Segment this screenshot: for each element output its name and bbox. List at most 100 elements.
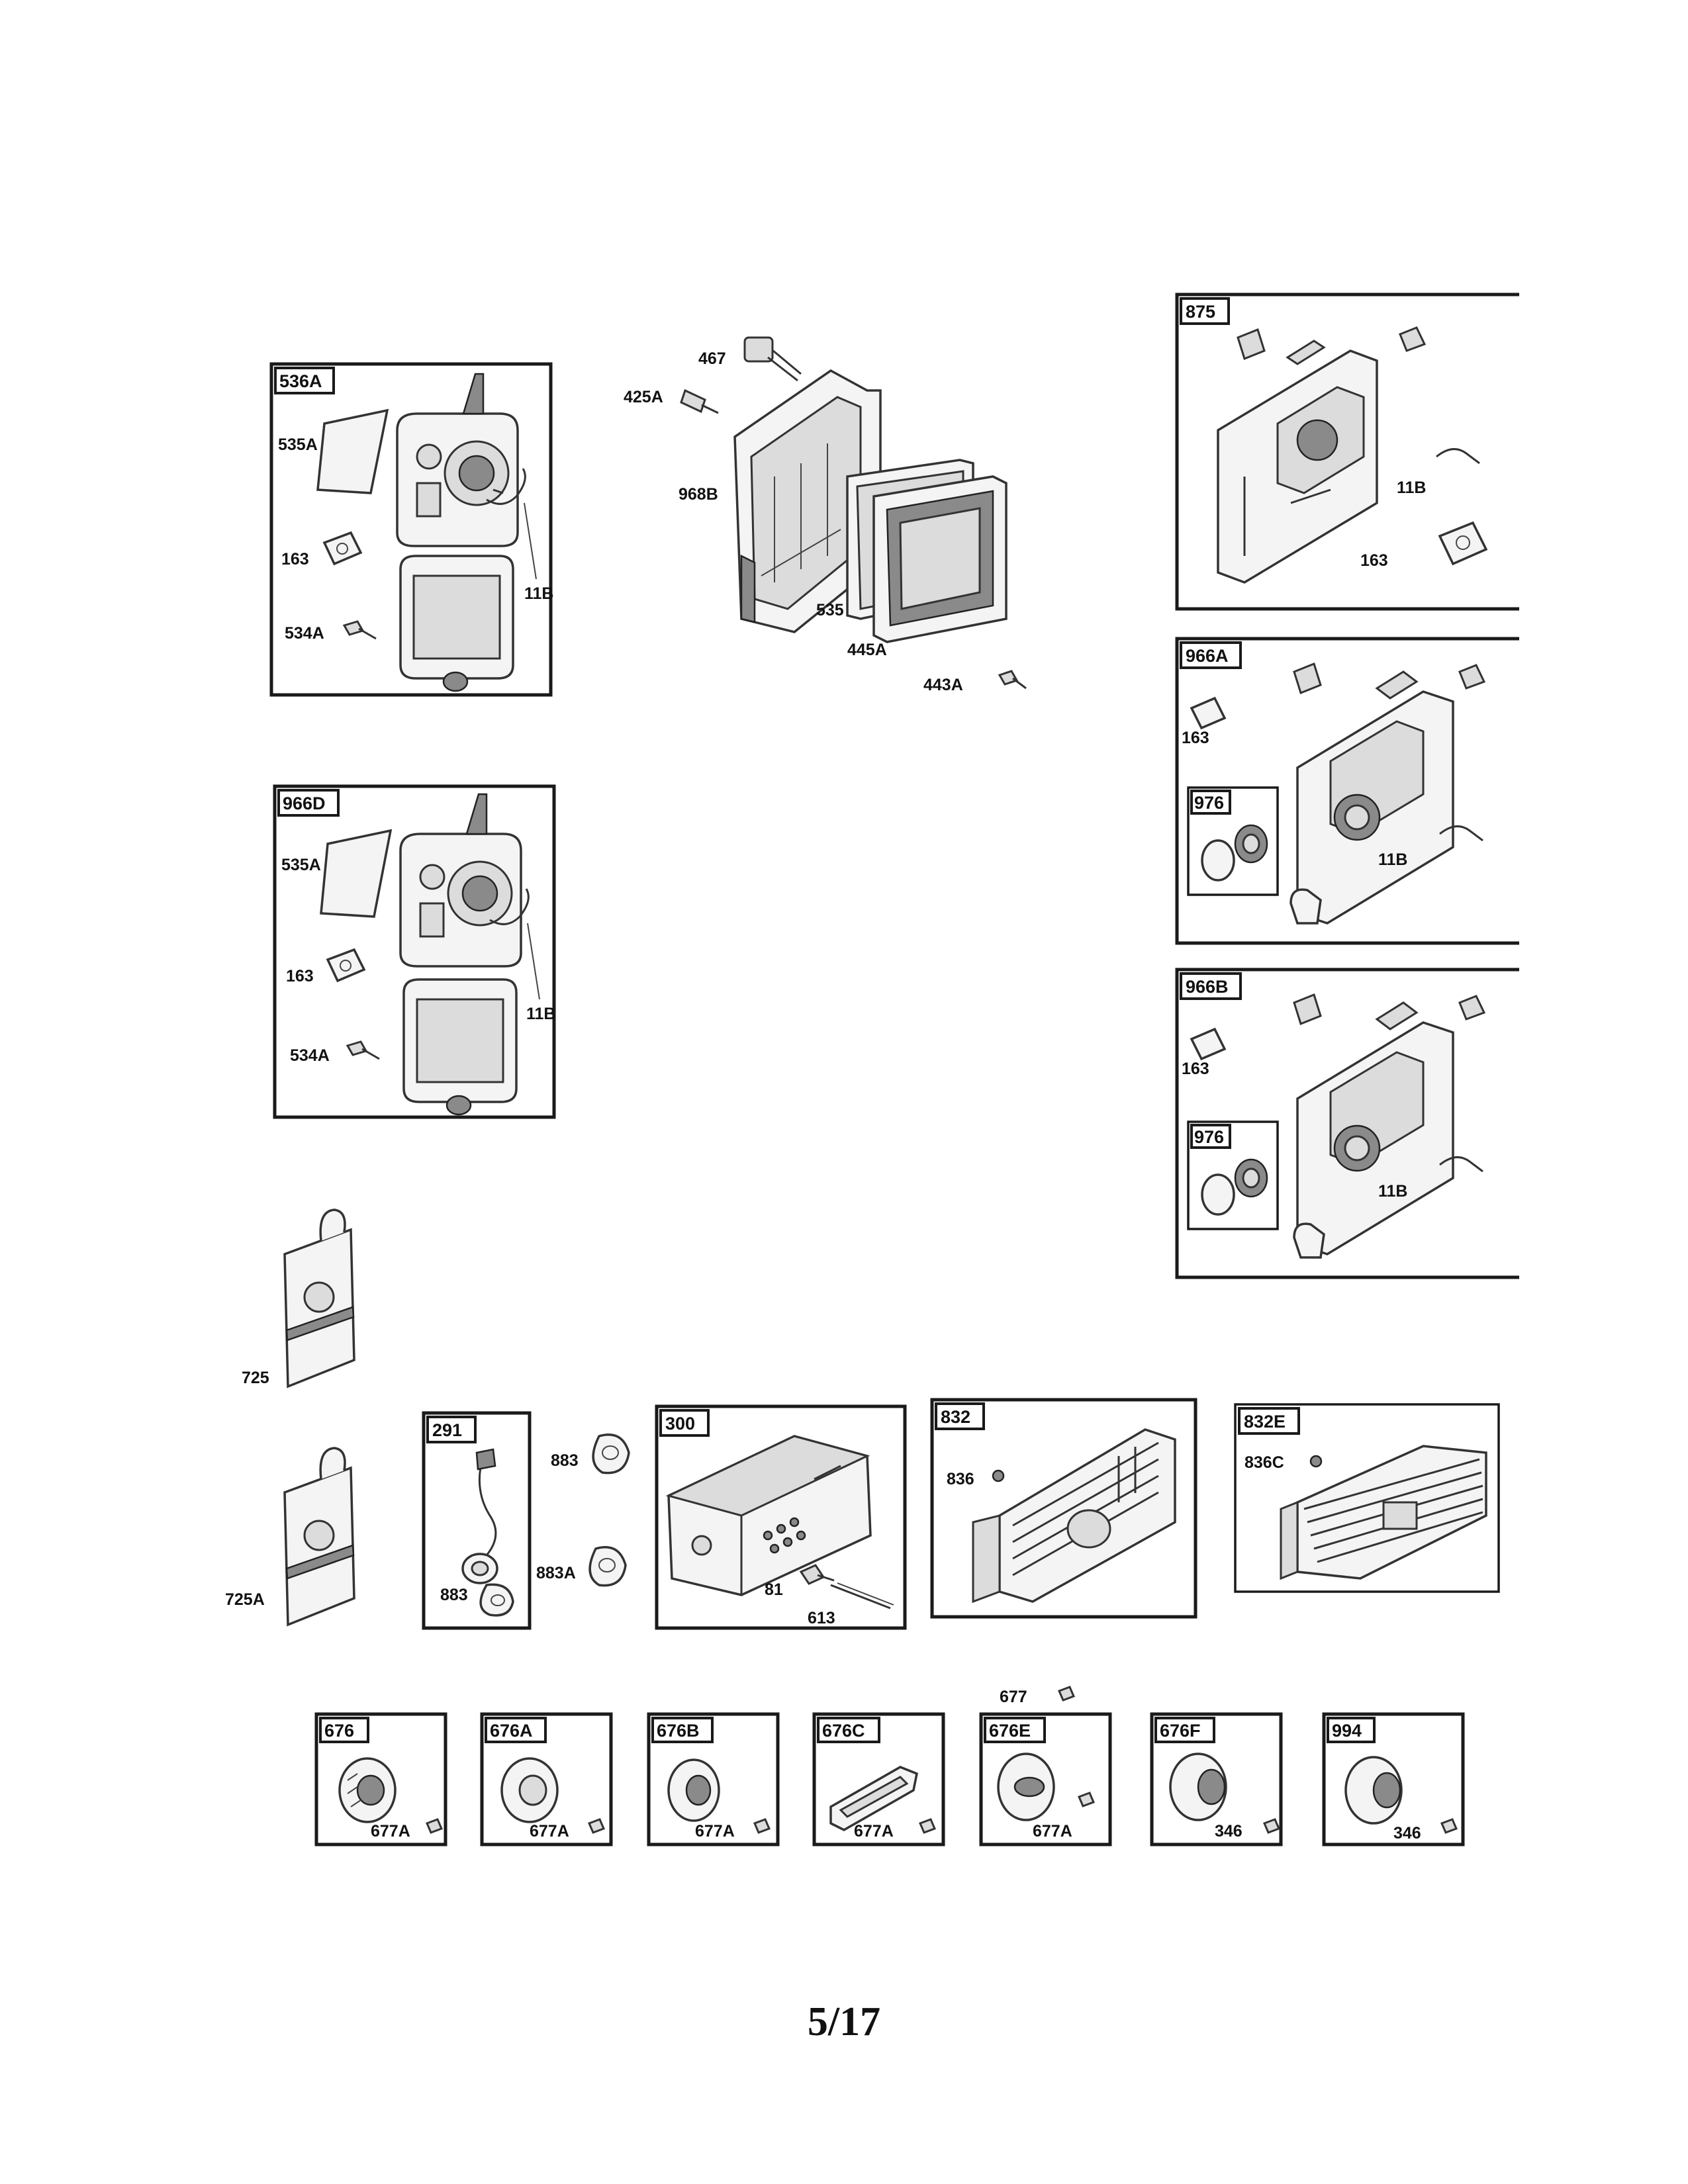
clip-part: [1458, 995, 1486, 1021]
label-535A: 535A: [278, 435, 318, 454]
label-968B: 968B: [679, 485, 718, 504]
label-534A: 534A: [285, 624, 324, 643]
label-11B: 11B: [1378, 850, 1407, 869]
label-163: 163: [1182, 729, 1209, 747]
tag-966B: 966B: [1186, 977, 1229, 997]
tag-291: 291: [432, 1420, 462, 1440]
screw-467: [743, 336, 802, 382]
tag-676A: 676A: [490, 1721, 533, 1741]
kit-box-966D: 966D 535A 11B 163 534A: [273, 784, 556, 1119]
tag-976: 976: [1194, 793, 1224, 813]
tag-832E: 832E: [1244, 1412, 1286, 1432]
tag-676B: 676B: [657, 1721, 700, 1741]
kit-box-300: 300 81 613: [655, 1404, 907, 1630]
screw-677A: [426, 1818, 443, 1834]
label-613: 613: [808, 1609, 835, 1627]
clip-part: [1458, 664, 1486, 690]
label-677A: 677A: [695, 1822, 735, 1841]
kit-box-994: 994 346: [1322, 1712, 1465, 1846]
bracket-part: [1237, 328, 1266, 360]
tag-994: 994: [1332, 1721, 1362, 1741]
sub-box-976: [1187, 786, 1279, 896]
air-cleaner-housing: [396, 373, 519, 547]
label-677A: 677A: [530, 1822, 569, 1841]
label-163: 163: [1360, 551, 1388, 570]
label-346: 346: [1393, 1824, 1421, 1843]
cartridge-445A: [872, 475, 1008, 643]
carburetor-plate: [1296, 1001, 1454, 1255]
adapter-976: [1201, 824, 1268, 882]
tag-676: 676: [324, 1721, 354, 1741]
stud-613: [830, 1582, 894, 1610]
label-346: 346: [1215, 1822, 1243, 1841]
heat-shield-725: [283, 1208, 355, 1388]
screw-534A: [342, 620, 377, 640]
hose-11B: [1439, 825, 1483, 842]
label-163: 163: [286, 967, 314, 985]
air-filter-assembly: 467 425A 968B 535 445A: [624, 336, 1027, 694]
kit-box-676A: 676A 677A: [480, 1712, 613, 1846]
label-535A: 535A: [281, 856, 321, 874]
muffler-guard-832E: [1280, 1445, 1487, 1580]
tag-966A: 966A: [1186, 646, 1229, 666]
gasket-163: [326, 948, 366, 983]
sub-box-976: [1187, 1120, 1279, 1230]
kit-box-832: 832 836: [930, 1398, 1197, 1619]
elbow-part: [1293, 1222, 1325, 1259]
label-11B: 11B: [1397, 478, 1426, 497]
tag-676F: 676F: [1160, 1721, 1201, 1741]
screw-677A: [919, 1818, 936, 1834]
label-443A: 443A: [923, 676, 963, 694]
gasket-163: [1438, 521, 1488, 566]
kit-box-966B: 966B 163 976 11B: [1175, 968, 1519, 1279]
screw-677A: [588, 1818, 605, 1834]
label-534A: 534A: [290, 1046, 330, 1065]
kit-box-676C: 676C 677A: [812, 1712, 945, 1846]
muffler-300: [665, 1435, 872, 1596]
label-445A: 445A: [847, 641, 887, 659]
muffler-guard-832: [972, 1428, 1176, 1604]
label-11B: 11B: [524, 584, 553, 603]
label-535: 535: [816, 601, 844, 619]
label-163: 163: [281, 550, 309, 569]
tag-966D: 966D: [283, 794, 326, 813]
air-cleaner-cover: [402, 978, 518, 1116]
filter-pad-535A: [316, 408, 389, 494]
kit-box-832E: 832E 836C: [1234, 1403, 1500, 1593]
kit-box-676B: 676B 677A: [647, 1712, 780, 1846]
label-677A: 677A: [371, 1822, 410, 1841]
page-number: 5/17: [807, 1999, 881, 2044]
carburetor-plate: [1296, 670, 1454, 925]
carburetor-plate: [1217, 340, 1378, 584]
label-725A: 725A: [225, 1590, 265, 1609]
screw-443A: [998, 670, 1027, 690]
bolt-81: [799, 1564, 825, 1585]
label-81: 81: [765, 1580, 783, 1599]
gasket-163: [1190, 696, 1227, 730]
spark-arrester-291: [461, 1448, 498, 1584]
screw-534A: [346, 1040, 380, 1060]
filter-pad-535A: [320, 829, 393, 918]
hose-11B: [1439, 1156, 1483, 1173]
label-883A: 883A: [536, 1564, 576, 1582]
adapter-976: [1201, 1158, 1268, 1216]
label-836C: 836C: [1244, 1453, 1284, 1472]
kit-box-291: 291 883: [422, 1411, 532, 1630]
label-677A: 677A: [1033, 1822, 1072, 1841]
screw-836: [992, 1469, 1005, 1482]
screw-346: [1263, 1818, 1280, 1834]
tag-676C: 676C: [822, 1721, 865, 1741]
gasket-163: [1190, 1027, 1227, 1061]
label-677: 677: [1000, 1688, 1027, 1706]
label-883: 883: [440, 1586, 468, 1604]
hose-11B: [1436, 448, 1480, 465]
bracket-part: [1293, 662, 1322, 694]
screw-677A: [1078, 1792, 1095, 1807]
heat-shield-725A: [283, 1447, 355, 1627]
label-836: 836: [947, 1470, 974, 1488]
kit-box-676: 676 677A: [314, 1712, 447, 1846]
screw-836C: [1309, 1455, 1323, 1468]
kit-box-536A: 536A 535A 11B 163: [269, 362, 553, 697]
air-cleaner-cover: [399, 555, 514, 692]
clip-part: [1399, 326, 1427, 352]
